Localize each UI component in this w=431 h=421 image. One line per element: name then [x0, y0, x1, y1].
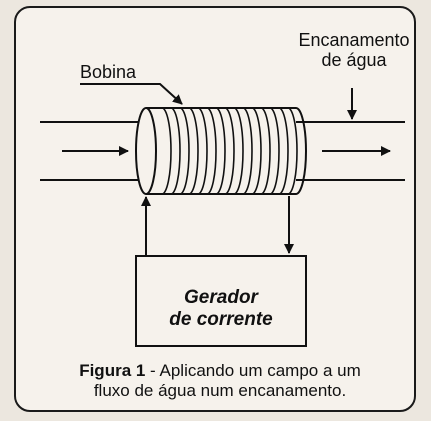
coil-winding — [161, 107, 172, 195]
coil-winding — [233, 107, 244, 195]
coil-winding — [242, 107, 253, 195]
coil-winding — [215, 107, 226, 195]
figure-caption: Figura 1 - Aplicando um campo a um fluxo… — [30, 361, 410, 401]
coil-winding — [179, 107, 190, 195]
water-pipe-label-line1: Encanamento — [298, 30, 410, 50]
current-generator-box — [135, 255, 307, 347]
water-pipe — [40, 121, 405, 181]
coil-windings — [161, 107, 298, 195]
coil-winding — [188, 107, 199, 195]
coil-winding — [197, 107, 208, 195]
coil-label: Bobina — [80, 62, 137, 82]
water-pipe-label: Encanamento de água — [284, 30, 424, 70]
coil-winding — [260, 107, 271, 195]
generator-label-line2: de corrente — [169, 309, 273, 330]
caption-figure-number: Figura 1 — [79, 361, 146, 380]
coil-winding — [206, 107, 217, 195]
caption-text-line2: fluxo de água num encanamento. — [93, 381, 347, 400]
coil-winding — [224, 107, 235, 195]
coil-winding — [251, 107, 262, 195]
generator-label-line1: Gerador — [184, 287, 258, 308]
caption-text-line1: - Aplicando um campo a um — [145, 361, 361, 380]
coil-winding — [278, 107, 289, 195]
coil-winding — [287, 107, 298, 195]
coil — [135, 107, 307, 195]
generator-label: Gerador de corrente — [136, 287, 306, 331]
coil-winding — [269, 107, 280, 195]
coil-label-pointer — [80, 83, 183, 105]
coil-winding — [170, 107, 181, 195]
water-pipe-label-line2: de água — [321, 50, 387, 70]
